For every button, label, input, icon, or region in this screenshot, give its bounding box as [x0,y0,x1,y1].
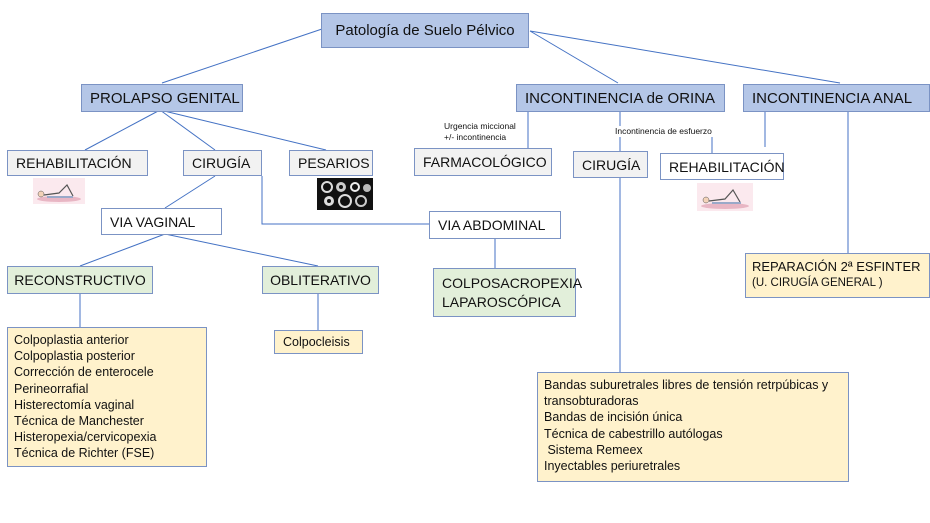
farmacologico-label: FARMACOLÓGICO [423,154,547,170]
urgencia-label: Urgencia miccional +/- incontinencia [444,121,516,143]
urgencia-label-line-1: Urgencia miccional [444,121,516,131]
root-node-label: Patología de Suelo Pélvico [335,22,515,39]
incontinencia-orina-node: INCONTINENCIA de ORINA [516,84,725,112]
colpocleisis-label: Colpocleisis [283,335,350,349]
colposacropexia-line-2: LAPAROSCÓPICA [442,294,561,310]
prolapso-genital-node: PROLAPSO GENITAL [81,84,243,112]
obliterativo-node: OBLITERATIVO [262,266,379,294]
prolapso-cirugia-label: CIRUGÍA [192,155,251,171]
list-item: Corrección de enterocele [14,365,154,380]
list-item: Histerectomía vaginal [14,397,135,412]
reparacion-esfinter-node: REPARACIÓN 2ª ESFINTER (U. CIRUGÍA GENER… [745,253,930,298]
list-item: Técnica de cabestrillo autólogas [544,426,723,441]
list-item: Bandas de incisión única [544,410,683,425]
colposacropexia-line-1: COLPOSACROPEXIA [442,275,583,291]
via-vaginal-node: VIA VAGINAL [101,208,222,235]
pesarios-label: PESARIOS [298,155,370,171]
prolapso-rehabilitacion-node: REHABILITACIÓN [7,150,148,176]
list-item: Sistema Remeex [544,442,643,457]
orina-cirugia-node: CIRUGÍA [573,151,648,178]
pesarios-image [317,178,373,210]
pesarios-node: PESARIOS [289,150,373,176]
orina-cirugia-list: Bandas suburetrales libres de tensión re… [537,372,849,482]
via-abdominal-node: VIA ABDOMINAL [429,211,561,239]
farmacologico-node: FARMACOLÓGICO [414,148,552,176]
incontinencia-anal-node: INCONTINENCIA ANAL [743,84,930,112]
orina-rehabilitacion-label: REHABILITACIÓN [669,158,785,175]
list-item: Bandas suburetrales libres de tensión re… [544,378,829,392]
list-item: Histeropexia/cervicopexia [14,430,157,445]
pelvic-exercise-illustration-1 [33,178,85,204]
list-item: Inyectables periuretrales [544,459,681,474]
prolapso-genital-label: PROLAPSO GENITAL [90,89,240,107]
colpocleisis-node: Colpocleisis [274,330,363,354]
urgencia-label-line-2: +/- incontinencia [444,132,507,142]
orina-cirugia-label: CIRUGÍA [582,156,641,173]
list-item: Perineorrafial [14,381,89,396]
reconstructivo-node: RECONSTRUCTIVO [7,266,153,294]
prolapso-rehabilitacion-label: REHABILITACIÓN [16,155,132,171]
reparacion-esfinter-line-1: REPARACIÓN 2ª ESFINTER [752,259,921,274]
incontinencia-anal-label: INCONTINENCIA ANAL [752,89,913,107]
list-item: Colpoplastia posterior [14,349,135,364]
prolapso-cirugia-node: CIRUGÍA [183,150,262,176]
esfuerzo-label: Incontinencia de esfuerzo [614,126,713,137]
obliterativo-label: OBLITERATIVO [270,272,371,288]
orina-rehabilitacion-node: REHABILITACIÓN [660,153,785,180]
via-abdominal-label: VIA ABDOMINAL [438,217,546,233]
list-item: Colpoplastia anterior [14,333,129,347]
list-item: Técnica de Richter (FSE) [14,446,155,461]
list-item: transobturadoras [544,394,639,409]
pelvic-exercise-illustration-2 [697,183,753,211]
reparacion-esfinter-line-2: (U. CIRUGÍA GENERAL ) [752,277,883,289]
reconstructivo-label: RECONSTRUCTIVO [14,272,146,288]
colposacropexia-node: COLPOSACROPEXIA LAPAROSCÓPICA [433,268,583,317]
incontinencia-orina-label: INCONTINENCIA de ORINA [525,89,716,107]
reconstructivo-list: Colpoplastia anterior Colpoplastia poste… [7,327,207,467]
via-vaginal-label: VIA VAGINAL [110,213,196,230]
root-node: Patología de Suelo Pélvico [321,13,529,48]
list-item: Técnica de Manchester [14,414,144,429]
